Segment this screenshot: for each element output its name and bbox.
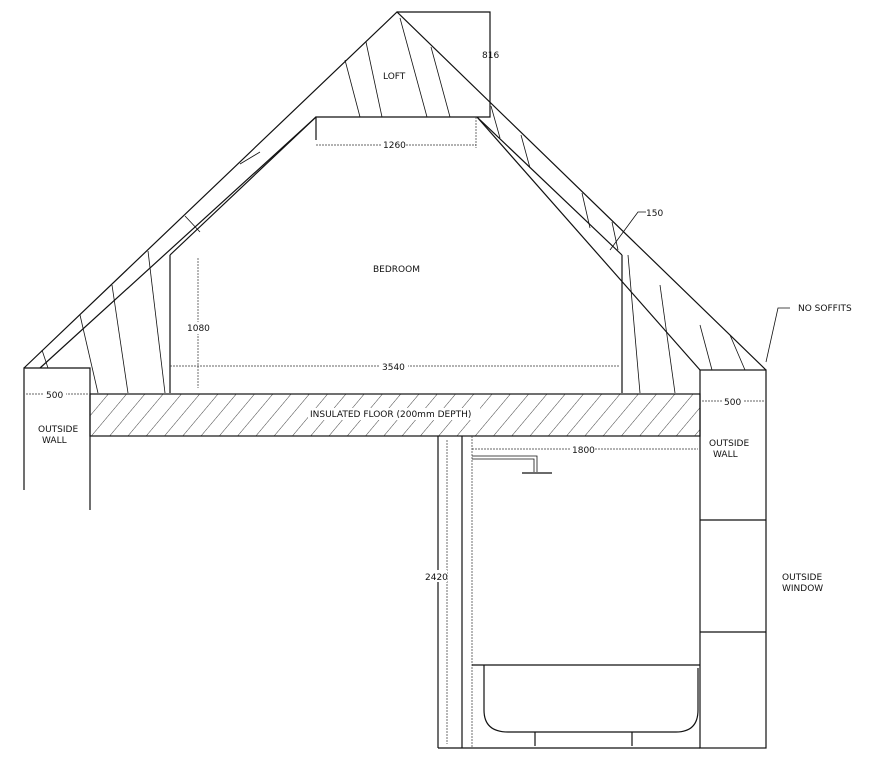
- knee-wall-dim: 1080: [187, 324, 210, 334]
- loft-label: LOFT: [383, 72, 406, 82]
- left-wall-dim: 500: [46, 391, 63, 401]
- bathtub-icon: [472, 664, 700, 746]
- right-outside-wall: 500 OUTSIDE WALL OUTSIDE WINDOW NO SOFFI…: [699, 304, 852, 749]
- bedroom-width-dim: 3540: [382, 363, 405, 373]
- roof: [23, 11, 767, 394]
- loft-height-dim: 816: [482, 51, 499, 61]
- insulated-floor: INSULATED FLOOR (200mm DEPTH): [89, 393, 701, 437]
- left-wall-label-2: WALL: [42, 436, 67, 446]
- loft: LOFT 816 1260: [315, 11, 499, 151]
- right-wall-label-1: OUTSIDE: [709, 439, 749, 449]
- left-outside-wall: 500 OUTSIDE WALL: [23, 367, 91, 510]
- window-label-1: OUTSIDE: [782, 573, 822, 583]
- shower-head-icon: [472, 455, 552, 474]
- right-wall-dim: 500: [724, 398, 741, 408]
- bathroom-width-dim: 1800: [572, 446, 595, 456]
- bedroom-label: BEDROOM: [373, 265, 420, 275]
- right-wall-label-2: WALL: [713, 450, 738, 460]
- bathroom: 2420 1800: [423, 436, 700, 749]
- loft-width-dim: 1260: [383, 141, 406, 151]
- bedroom: BEDROOM 1080 3540: [169, 255, 623, 393]
- left-wall-label-1: OUTSIDE: [38, 425, 78, 435]
- window-label-2: WINDOW: [782, 584, 823, 594]
- bathroom-height-dim: 2420: [425, 573, 448, 583]
- floor-label: INSULATED FLOOR (200mm DEPTH): [310, 410, 471, 420]
- no-soffits-label: NO SOFFITS: [798, 304, 852, 314]
- roof-thickness-dim: 150: [646, 209, 663, 219]
